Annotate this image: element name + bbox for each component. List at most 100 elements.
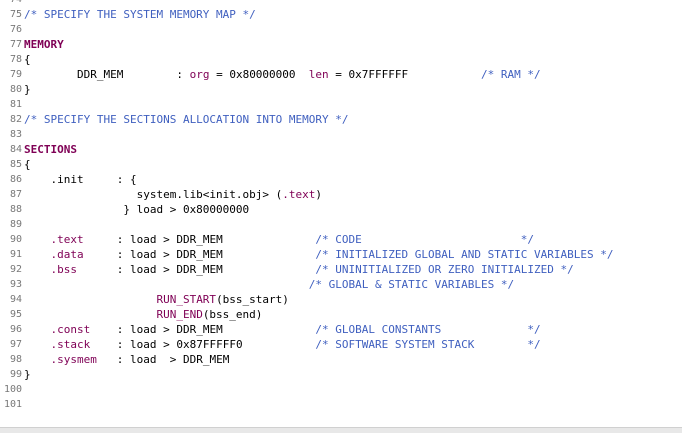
line-number: 92 [9, 264, 22, 275]
code-text[interactable]: /* SPECIFY THE SECTIONS ALLOCATION INTO … [24, 112, 349, 127]
code-line[interactable]: 85{ [0, 157, 682, 172]
code-line[interactable]: 81 [0, 97, 682, 112]
code-text[interactable]: } load > 0x80000000 [24, 202, 249, 217]
code-line[interactable]: 88 } load > 0x80000000 [0, 202, 682, 217]
plain-token: } [24, 83, 31, 96]
line-number: 76 [9, 24, 22, 35]
plain-token: (bss_start) [216, 293, 289, 306]
code-line[interactable]: 94 RUN_START(bss_start) [0, 292, 682, 307]
plain-token [24, 338, 51, 351]
plain-token: { [24, 53, 31, 66]
code-text[interactable]: .init : { [24, 172, 136, 187]
code-line[interactable]: 78{ [0, 52, 682, 67]
code-text[interactable]: DDR_MEM : org = 0x80000000 len = 0x7FFFF… [24, 67, 541, 82]
code-line[interactable]: 74 [0, 0, 682, 7]
section-token: org [189, 68, 210, 81]
line-number: 86 [9, 174, 22, 185]
code-text[interactable]: /* GLOBAL & STATIC VARIABLES */ [24, 277, 514, 292]
plain-token: = 0x7FFFFFF [328, 68, 481, 81]
code-line[interactable]: 93 /* GLOBAL & STATIC VARIABLES */ [0, 277, 682, 292]
code-line[interactable]: 75/* SPECIFY THE SYSTEM MEMORY MAP */ [0, 7, 682, 22]
code-line[interactable]: 82/* SPECIFY THE SECTIONS ALLOCATION INT… [0, 112, 682, 127]
plain-token: ) [315, 188, 323, 201]
line-number: 82 [9, 114, 22, 125]
code-line[interactable]: 80} [0, 82, 682, 97]
plain-token [24, 308, 156, 321]
code-line[interactable]: 97 .stack : load > 0x87FFFFF0 /* SOFTWAR… [0, 337, 682, 352]
code-line[interactable]: 83 [0, 127, 682, 142]
code-line[interactable]: 86 .init : { [0, 172, 682, 187]
plain-token: : [176, 68, 190, 81]
line-number: 94 [9, 294, 22, 305]
plain-token: { [24, 158, 31, 171]
code-text[interactable]: .const : load > DDR_MEM /* GLOBAL CONSTA… [24, 322, 541, 337]
code-line[interactable]: 91 .data : load > DDR_MEM /* INITIALIZED… [0, 247, 682, 262]
line-number: 101 [3, 399, 22, 410]
section-token: RUN_START [156, 293, 217, 306]
plain-token: (bss_end) [202, 308, 263, 321]
code-text[interactable]: .stack : load > 0x87FFFFF0 /* SOFTWARE S… [24, 337, 541, 352]
section-token: .text [50, 233, 84, 246]
line-number: 89 [9, 219, 22, 230]
line-number: 100 [3, 384, 22, 395]
code-line[interactable]: 100 [0, 382, 682, 397]
line-number: 78 [9, 54, 22, 65]
code-text[interactable]: } [24, 367, 31, 382]
code-text[interactable]: MEMORY [24, 37, 64, 52]
code-text[interactable]: .sysmem : load > DDR_MEM [24, 352, 230, 367]
code-text[interactable]: /* SPECIFY THE SYSTEM MEMORY MAP */ [24, 7, 256, 22]
plain-token: : load > DDR_MEM [83, 248, 316, 261]
plain-token: = 0x80000000 [209, 68, 309, 81]
comment-token: /* CODE */ [315, 233, 534, 246]
code-line[interactable]: 90 .text : load > DDR_MEM /* CODE */ [0, 232, 682, 247]
code-text[interactable]: .data : load > DDR_MEM /* INITIALIZED GL… [24, 247, 614, 262]
plain-token: system.lib<init.obj> ( [24, 188, 283, 201]
plain-token: : load > DDR_MEM [77, 263, 316, 276]
section-token: .sysmem [50, 353, 97, 366]
code-editor[interactable]: 7475/* SPECIFY THE SYSTEM MEMORY MAP */7… [0, 0, 682, 412]
code-text[interactable]: { [24, 157, 31, 172]
code-text[interactable]: { [24, 52, 31, 67]
code-line[interactable]: 92 .bss : load > DDR_MEM /* UNINITIALIZE… [0, 262, 682, 277]
plain-token: : load > DDR_MEM [90, 323, 316, 336]
line-number: 75 [9, 9, 22, 20]
plain-token [24, 293, 156, 306]
horizontal-scrollbar[interactable] [0, 427, 682, 433]
code-line[interactable]: 79 DDR_MEM : org = 0x80000000 len = 0x7F… [0, 67, 682, 82]
line-number: 80 [9, 84, 22, 95]
code-text[interactable]: system.lib<init.obj> (.text) [24, 187, 322, 202]
line-number: 98 [9, 354, 22, 365]
line-number: 93 [9, 279, 22, 290]
plain-token: : load > DDR_MEM [96, 353, 230, 366]
line-number: 91 [9, 249, 22, 260]
code-line[interactable]: 101 [0, 397, 682, 412]
code-line[interactable]: 95 RUN_END(bss_end) [0, 307, 682, 322]
code-line[interactable]: 99} [0, 367, 682, 382]
code-line[interactable]: 89 [0, 217, 682, 232]
code-text[interactable]: .text : load > DDR_MEM /* CODE */ [24, 232, 534, 247]
line-number: 79 [9, 69, 22, 80]
comment-token: /* SPECIFY THE SYSTEM MEMORY MAP */ [24, 8, 256, 21]
line-number: 84 [9, 144, 22, 155]
plain-token [24, 353, 51, 366]
plain-token [24, 248, 51, 261]
line-number: 74 [0, 0, 22, 7]
line-number: 83 [9, 129, 22, 140]
plain-token [24, 233, 51, 246]
plain-token: } [24, 368, 31, 381]
code-text[interactable]: .bss : load > DDR_MEM /* UNINITIALIZED O… [24, 262, 574, 277]
line-number: 77 [9, 39, 22, 50]
code-line[interactable]: 98 .sysmem : load > DDR_MEM [0, 352, 682, 367]
section-token: .bss [50, 263, 78, 276]
comment-token: /* SPECIFY THE SECTIONS ALLOCATION INTO … [24, 113, 349, 126]
code-text[interactable]: SECTIONS [24, 142, 77, 157]
code-text[interactable]: RUN_END(bss_end) [24, 307, 262, 322]
code-text[interactable]: RUN_START(bss_start) [24, 292, 289, 307]
section-token: .stack [50, 338, 91, 351]
code-line[interactable]: 76 [0, 22, 682, 37]
code-line[interactable]: 87 system.lib<init.obj> (.text) [0, 187, 682, 202]
code-text[interactable]: } [24, 82, 31, 97]
code-line[interactable]: 96 .const : load > DDR_MEM /* GLOBAL CON… [0, 322, 682, 337]
